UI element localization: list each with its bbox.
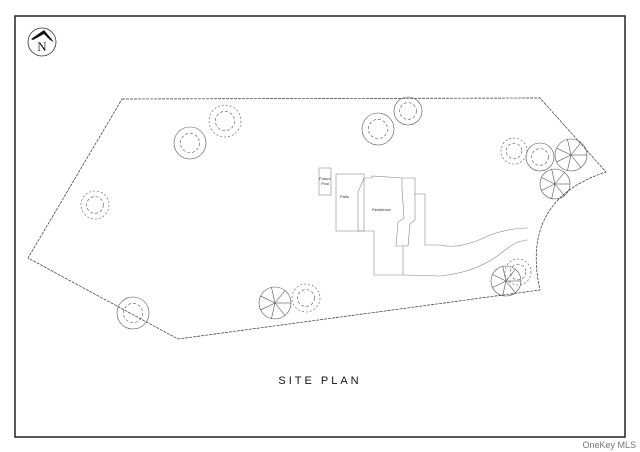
tree-symbol xyxy=(525,142,555,172)
future-pool xyxy=(318,167,332,196)
watermark: OneKey MLS xyxy=(582,440,636,450)
tree-symbol xyxy=(500,137,528,165)
drawing-title: SITE PLAN xyxy=(278,375,362,387)
tree-symbol xyxy=(80,190,110,220)
patio xyxy=(335,173,365,232)
driveway-bottom xyxy=(402,239,529,277)
pool-label-line1: Future xyxy=(319,176,331,181)
driveway-top xyxy=(414,193,529,247)
tree-symbol xyxy=(116,296,150,330)
north-arrow-icon xyxy=(31,30,54,42)
patio-label: Patio xyxy=(340,194,350,199)
trees xyxy=(80,96,588,330)
north-arrow-circle xyxy=(27,27,57,57)
tree-symbol xyxy=(291,283,321,313)
tree-symbol xyxy=(208,104,242,138)
buildings xyxy=(318,167,529,277)
tree-symbol xyxy=(258,286,292,320)
residence-label: Residence xyxy=(372,207,391,212)
tree-symbol xyxy=(504,258,532,286)
drawing-frame xyxy=(14,15,626,438)
tree-symbol xyxy=(539,168,571,200)
tree-symbol xyxy=(361,112,395,146)
tree-symbol xyxy=(490,265,522,297)
tree-symbol xyxy=(393,96,423,126)
property-boundary xyxy=(27,97,607,340)
tree-symbol xyxy=(554,138,588,172)
tree-symbol xyxy=(173,126,207,160)
north-arrow: N xyxy=(27,27,57,57)
north-letter: N xyxy=(37,39,47,54)
residence xyxy=(357,175,405,276)
pool-label: Future Pool xyxy=(319,176,331,186)
pool-label-line2: Pool xyxy=(320,181,329,186)
